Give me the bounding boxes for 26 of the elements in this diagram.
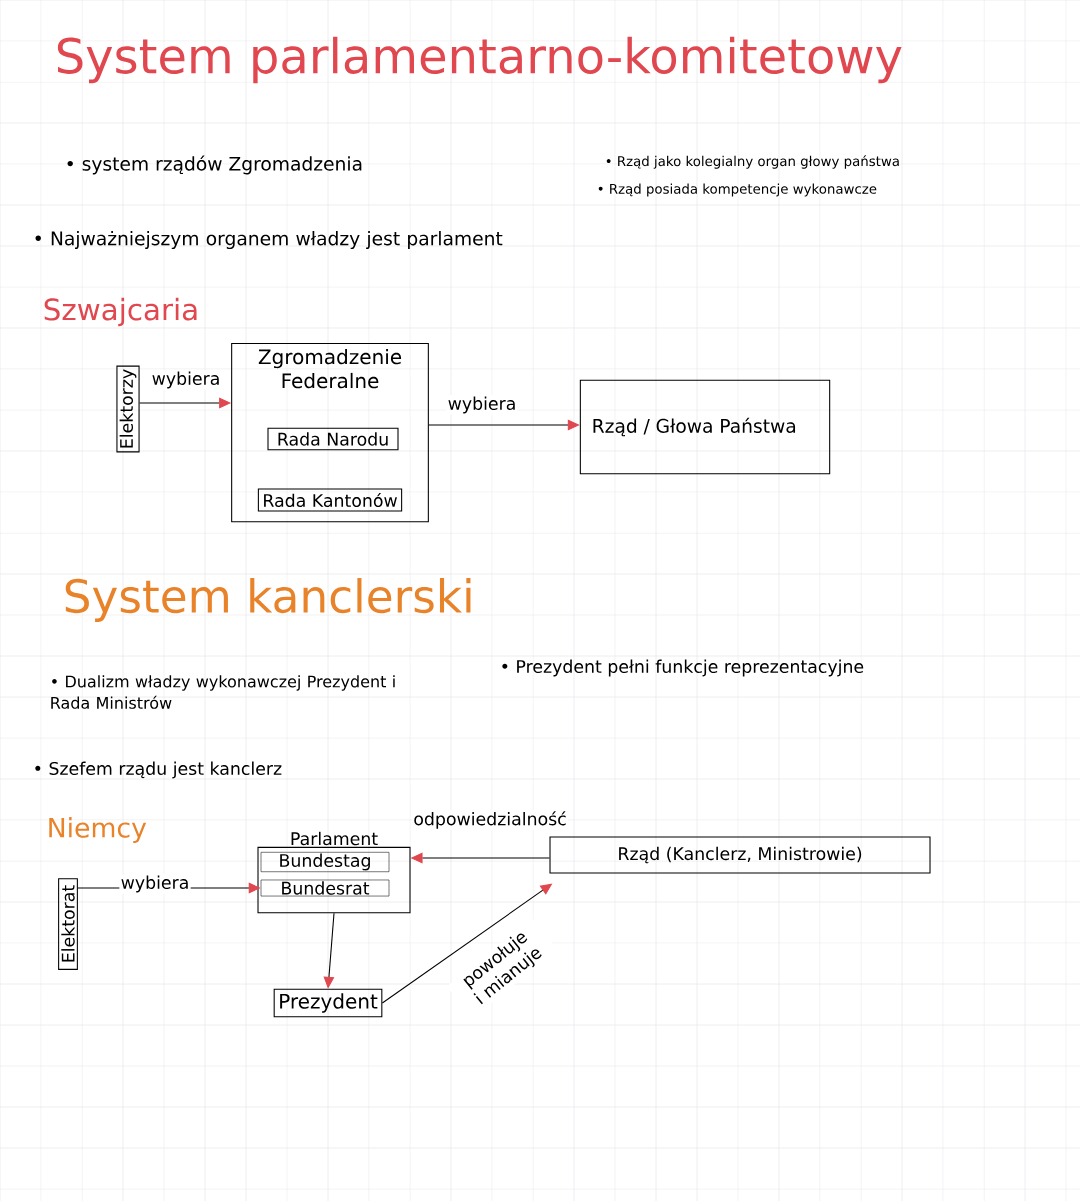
arrow <box>323 912 335 989</box>
edge-label: wybiera <box>446 395 518 415</box>
bullet-note: • Dualizm władzy wykonawczej Prezydent i Rada Ministrów <box>51 675 395 709</box>
section-heading: Szwajcaria <box>44 297 197 327</box>
bullet-note: • Prezydent pełni funkcje reprezentacyjne <box>502 659 864 677</box>
vertical-box: Elektorat <box>58 878 78 970</box>
bullet-note: • Rząd jako kolegialny organ głowy państwa <box>606 155 899 169</box>
process-box: Bundesrat <box>260 879 390 897</box>
process-box: Rada Narodu <box>267 427 399 451</box>
section-heading: System kanclerski <box>65 578 471 622</box>
bullet-note: • Najważniejszym organem władzy jest parlament <box>35 230 503 250</box>
process-box: Rząd / Głowa Państwa <box>579 379 831 475</box>
bullet-note: • Szefem rządu jest kanclerz <box>35 761 282 779</box>
process-box: Rząd (Kanclerz, Ministrowie) <box>549 836 931 874</box>
arrow <box>428 419 580 431</box>
node-label: Parlament <box>291 831 378 846</box>
bullet-note: • system rządów Zgromadzenia <box>67 155 362 175</box>
process-box: Rada Kantonów <box>257 488 403 512</box>
vertical-box: Elektorzy <box>116 365 140 453</box>
title: System parlamentarno-komitetowy <box>57 36 902 84</box>
section-heading: Niemcy <box>49 817 147 843</box>
process-box: Prezydent <box>273 988 383 1018</box>
process-box: Bundestag <box>260 852 390 872</box>
edge-label: wybiera <box>119 874 191 894</box>
bullet-note: • Rząd posiada kompetencje wykonawcze <box>598 183 877 197</box>
edge-label: wybiera <box>150 370 222 390</box>
